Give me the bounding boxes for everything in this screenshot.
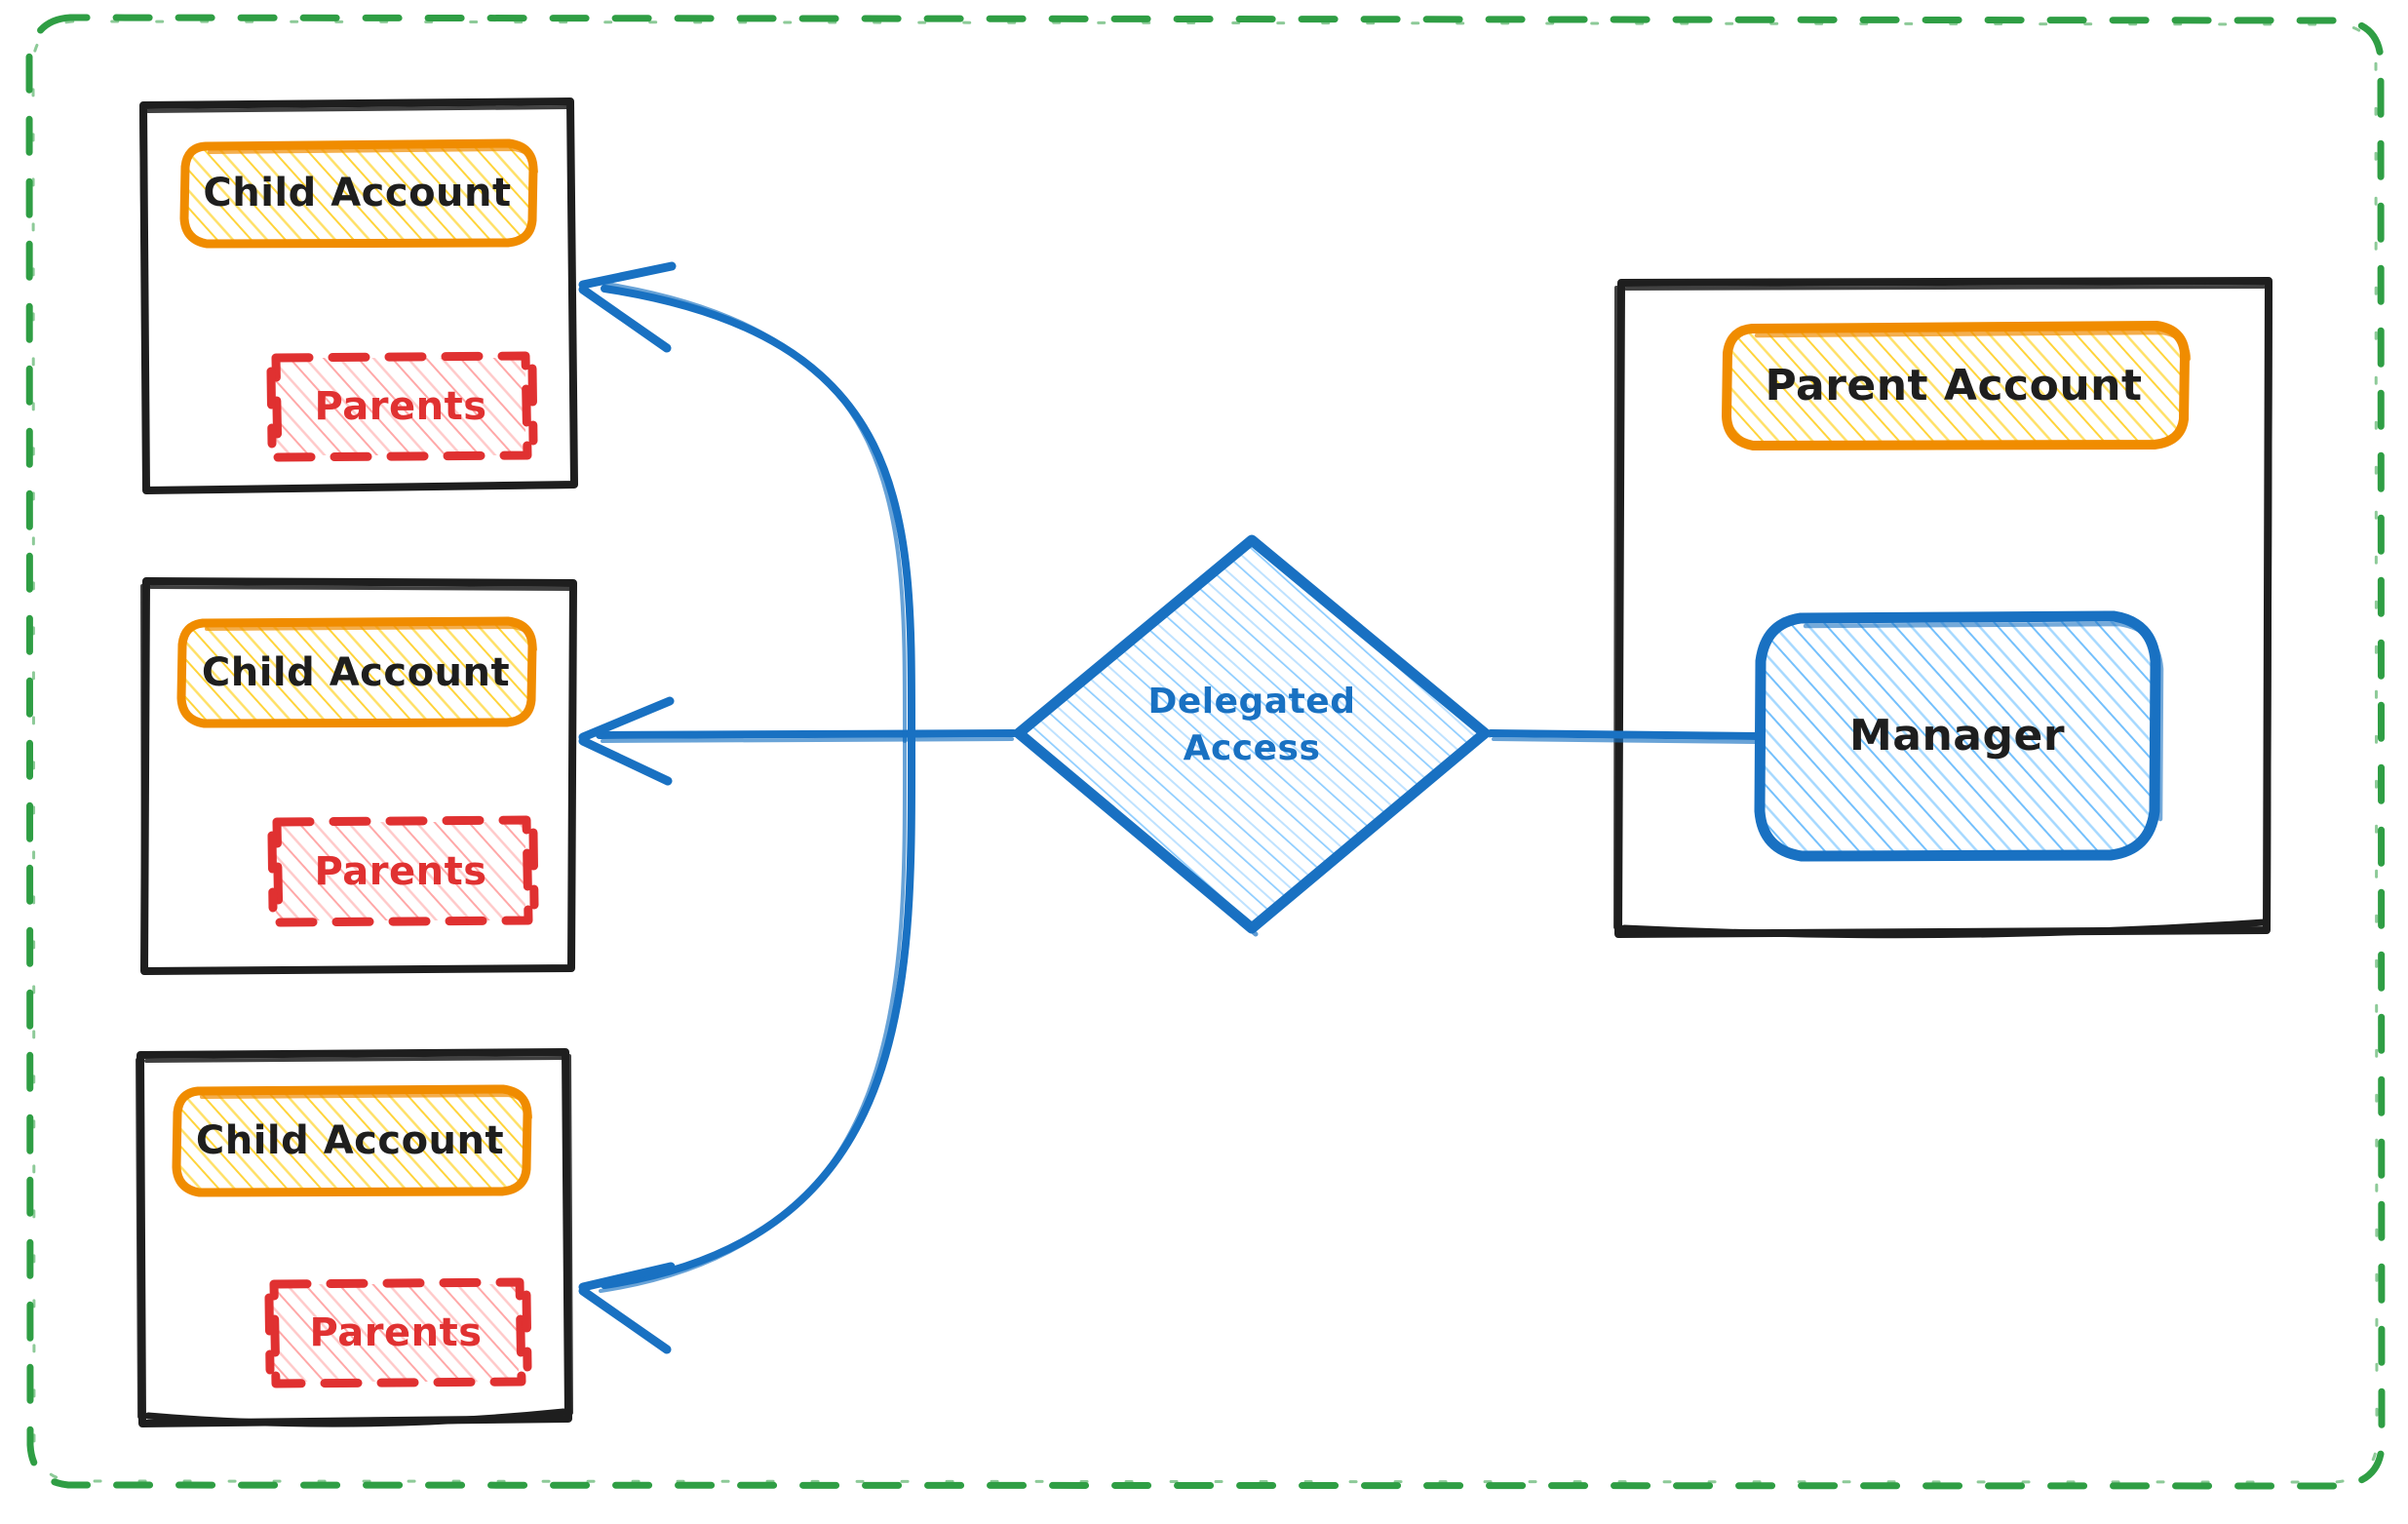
child-account-box-3 [172, 1084, 532, 1197]
connector-to-child-3 [578, 727, 916, 1354]
parents-box-2 [267, 815, 539, 927]
child-account-box-1 [179, 138, 538, 249]
parents-box-3 [264, 1277, 532, 1388]
parents-box-1 [266, 351, 538, 462]
manager-box [1754, 610, 2164, 862]
child-account-box-2 [176, 616, 537, 728]
connector-to-child-1 [578, 261, 916, 743]
connector-manager-to-diamond [1487, 729, 1762, 744]
parent-account-box [1722, 321, 2192, 450]
outer-boundary [25, 14, 2386, 1490]
connector-to-child-2 [578, 696, 1018, 786]
delegated-access-diamond [1013, 534, 1493, 937]
